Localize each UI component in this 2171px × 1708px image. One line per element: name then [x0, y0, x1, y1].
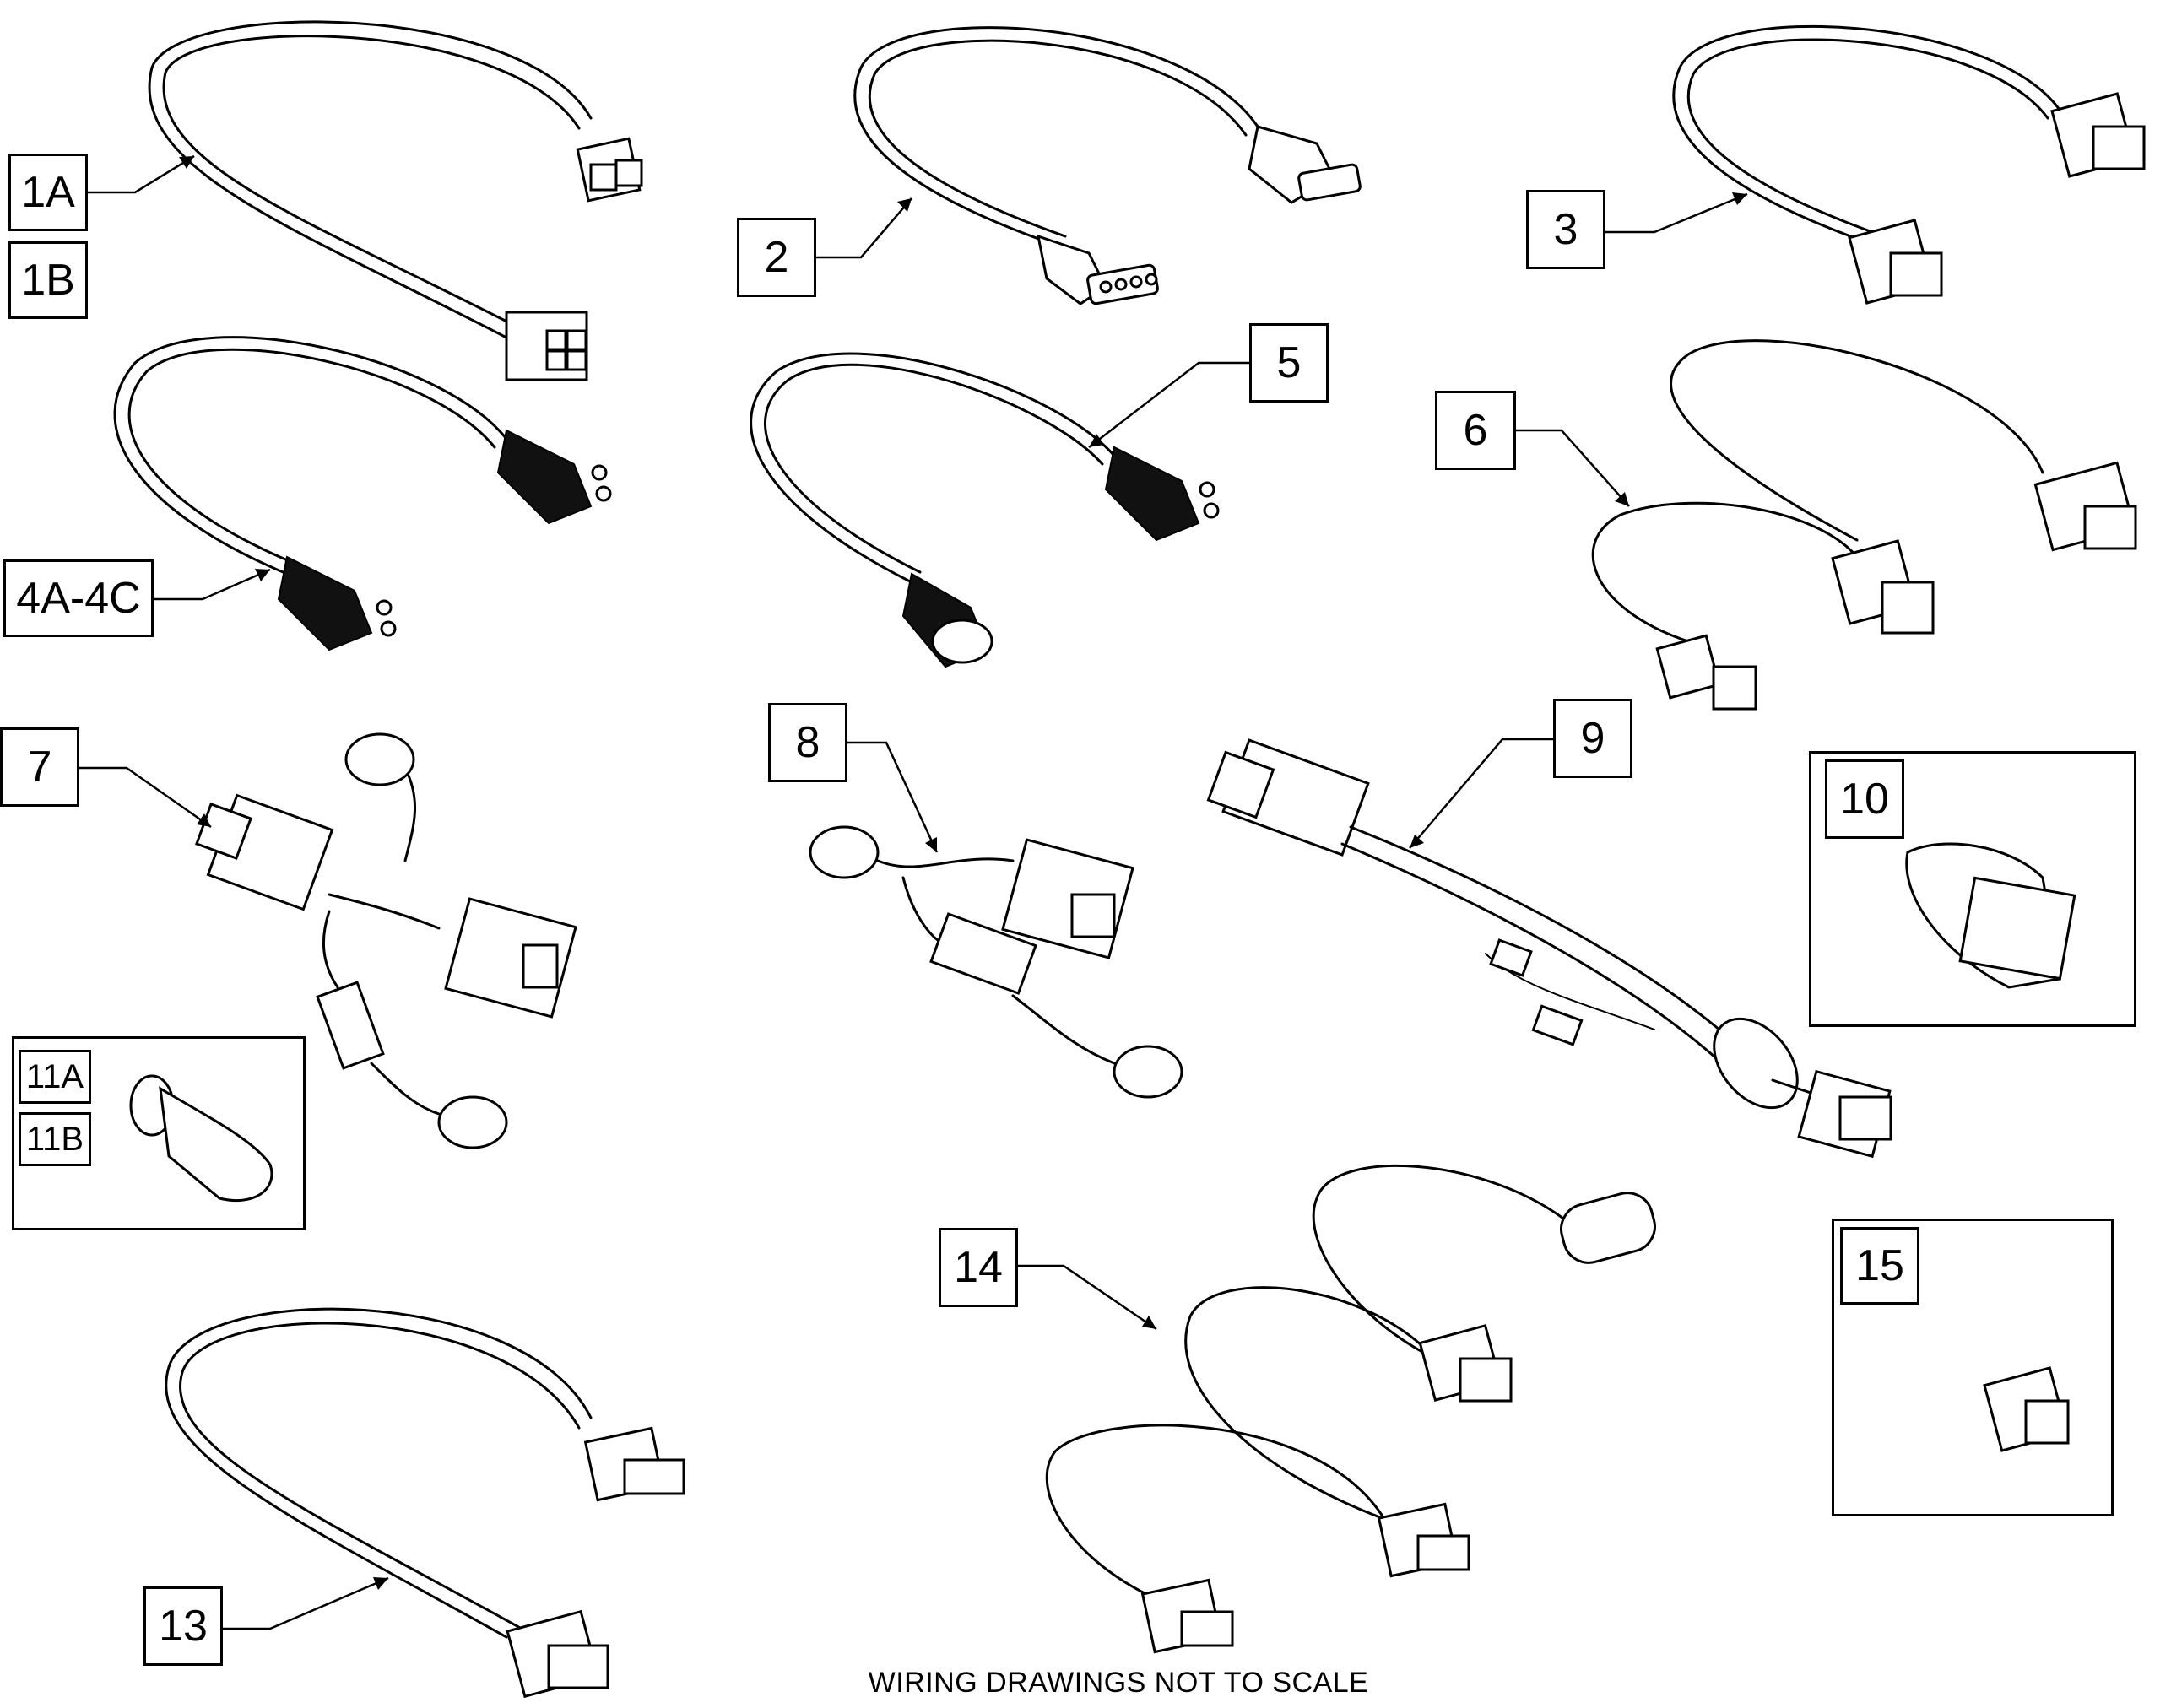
drawing-caption: WIRING DRAWINGS NOT TO SCALE [868, 1667, 1369, 1699]
cable-1a-1b [148, 20, 643, 381]
connector-2-top [1248, 125, 1362, 204]
label-6: 6 [1435, 391, 1516, 470]
label-1b: 1B [8, 241, 88, 319]
label-11b: 11B [19, 1112, 91, 1166]
connector-4-bottom [277, 555, 397, 651]
leader-lines [78, 154, 1748, 1630]
label-11a: 11A [19, 1050, 91, 1104]
part-15-connector [1983, 1366, 2070, 1452]
connector-4-top [496, 429, 612, 525]
connector-5-bottom [901, 572, 993, 668]
connector-5-top [1104, 446, 1220, 542]
label-3: 3 [1526, 190, 1605, 269]
connector-6-mid [1831, 539, 1935, 635]
connector-1b-bottom [505, 311, 588, 381]
cable-8 [809, 825, 1183, 1099]
part-11-terminal [129, 1074, 273, 1203]
cable-7 [195, 732, 577, 1149]
label-9: 9 [1553, 699, 1632, 778]
label-15: 15 [1840, 1227, 1919, 1305]
label-2: 2 [737, 218, 816, 297]
part-10-connector [1905, 842, 2076, 989]
cable-4a-4c [113, 336, 612, 651]
label-13: 13 [143, 1586, 223, 1666]
connector-6-top [2033, 461, 2137, 552]
label-14: 14 [939, 1228, 1018, 1307]
connector-1a-top [576, 137, 643, 203]
label-1a: 1A [8, 154, 88, 231]
connector-3-top [2050, 92, 2146, 178]
cable-2 [853, 26, 1362, 305]
label-8: 8 [768, 703, 847, 782]
inset-frame-10 [1809, 751, 2136, 1027]
cable-6 [1591, 339, 2137, 711]
cable-9 [1206, 738, 1892, 1159]
inset-frame-15 [1832, 1219, 2114, 1516]
label-7: 7 [0, 727, 79, 807]
connector-6-low [1655, 634, 1757, 711]
connector-2-bottom [1037, 234, 1159, 305]
cable-3 [1672, 24, 2146, 305]
connector-3-bottom [1848, 219, 1943, 305]
label-10: 10 [1825, 759, 1904, 839]
inset-frame-11 [12, 1036, 306, 1230]
cable-5 [750, 352, 1220, 668]
label-5: 5 [1249, 323, 1329, 403]
cable-13 [165, 1307, 685, 1699]
label-4a-4c: 4A-4C [3, 559, 154, 637]
cable-14 [1045, 1165, 1656, 1654]
